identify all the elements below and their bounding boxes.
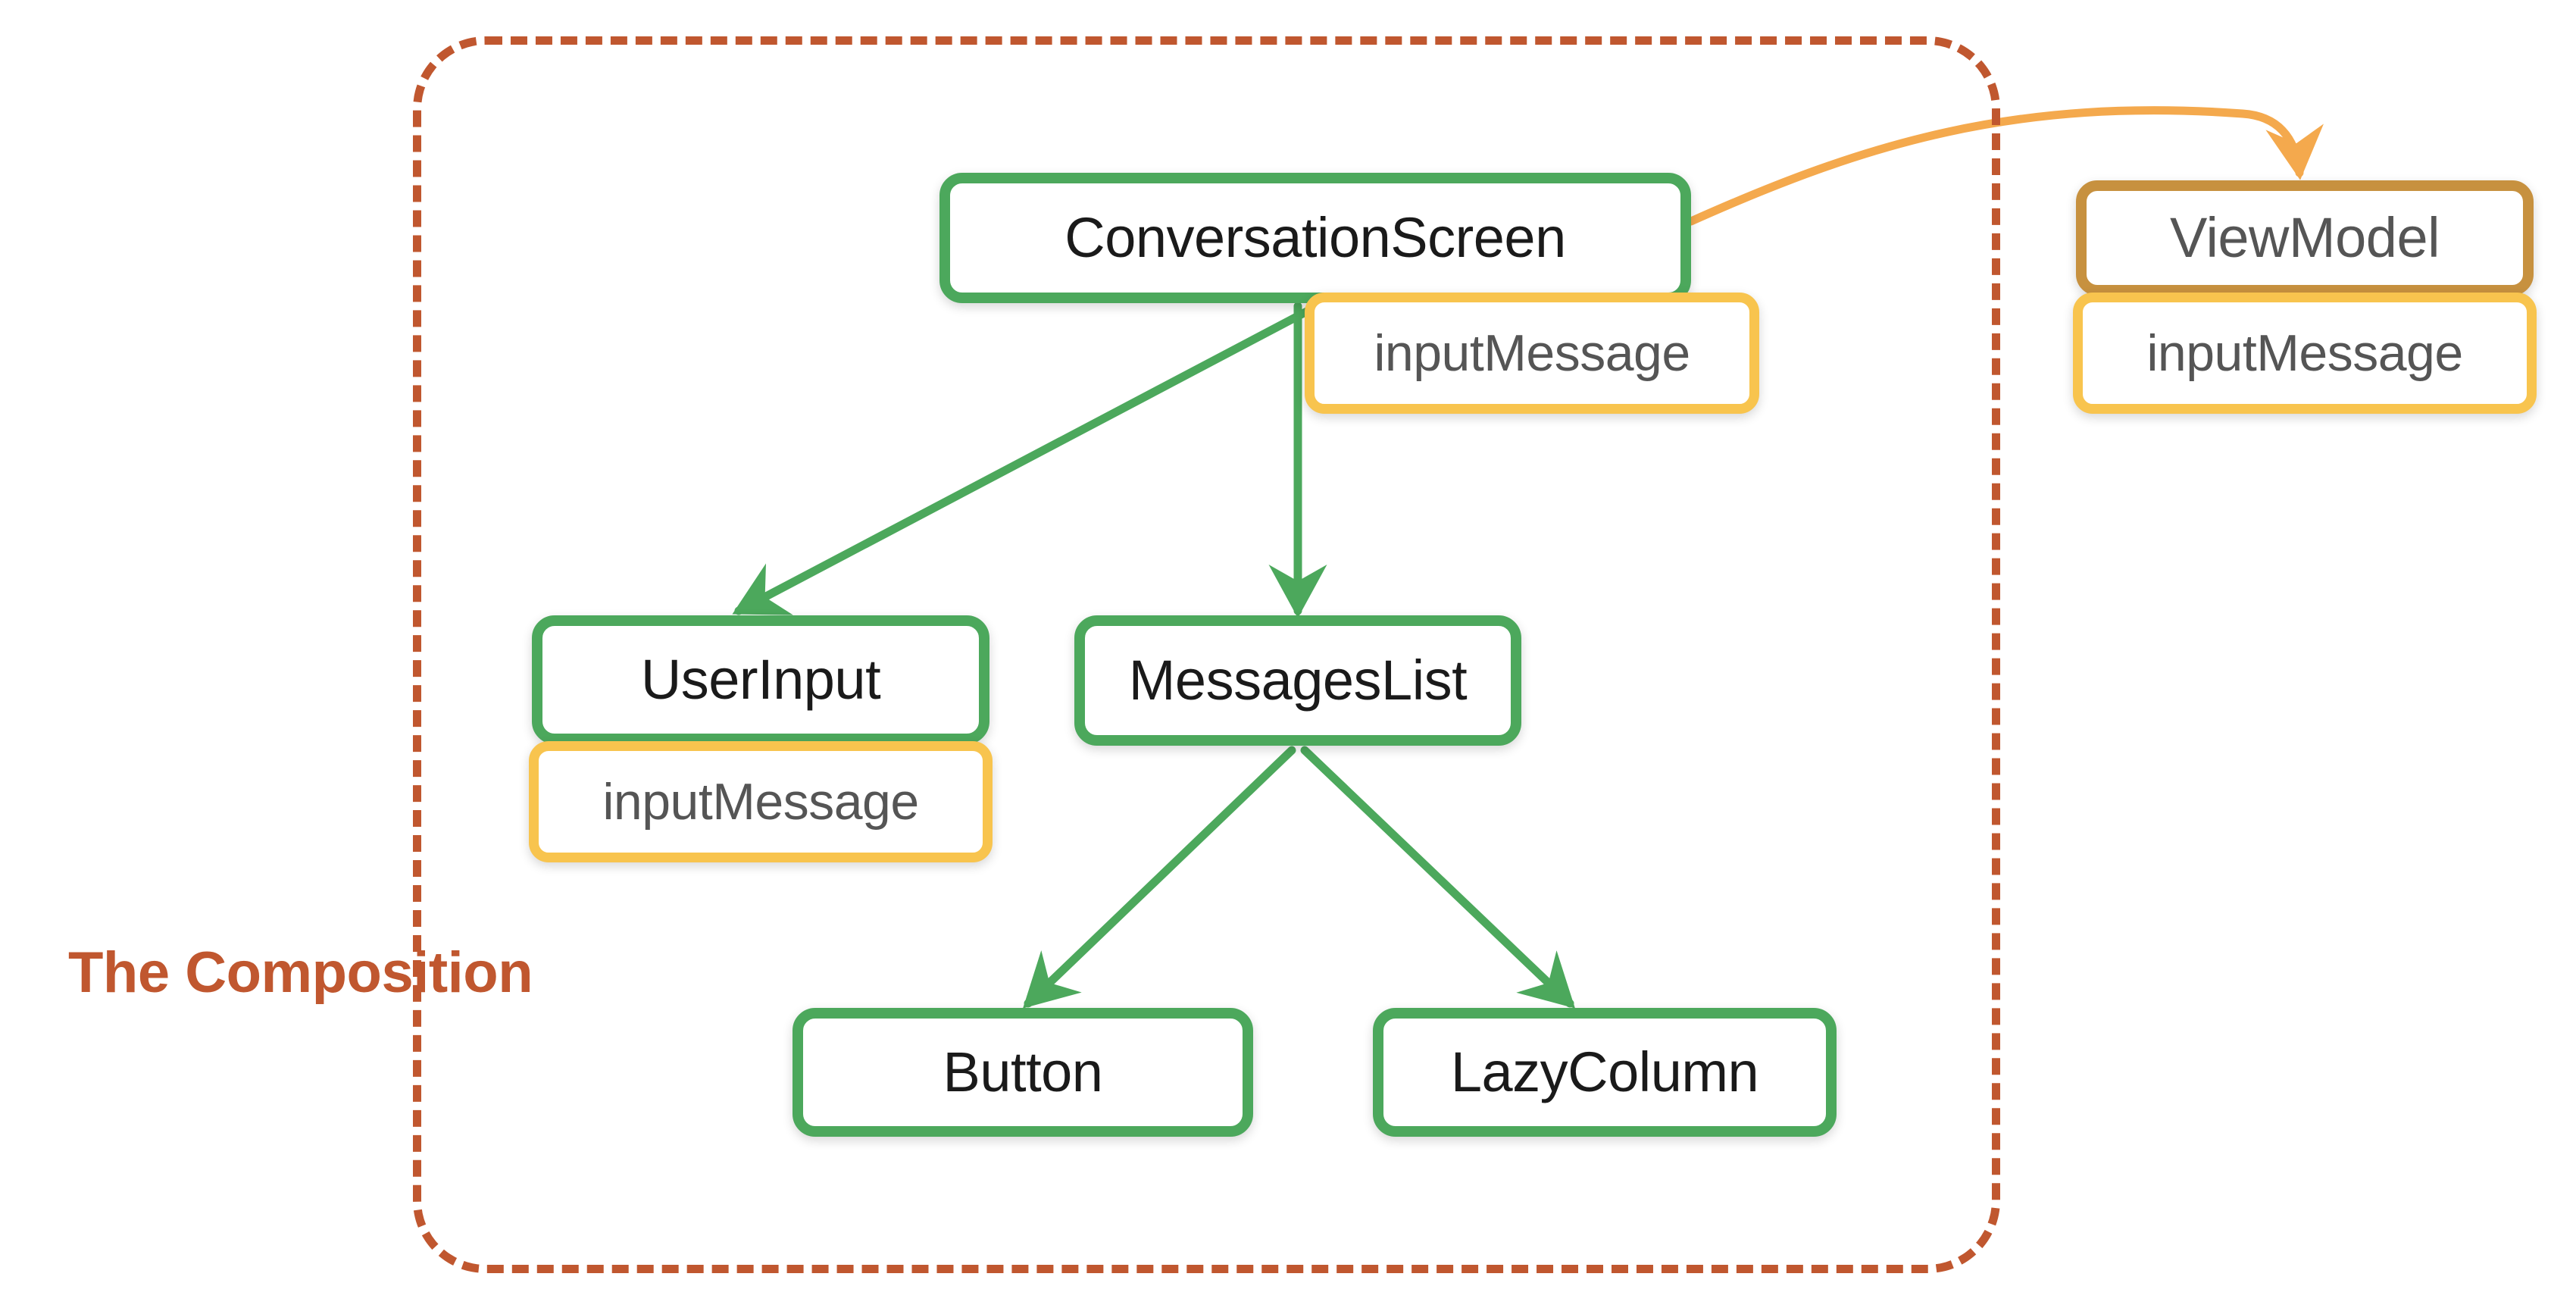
node-user-input-state-inputmessage[interactable]: inputMessage [529,741,993,862]
node-label: ViewModel [2169,206,2440,269]
node-label: inputMessage [1374,324,1690,382]
node-label: inputMessage [2146,324,2463,382]
node-label: ConversationScreen [1064,206,1566,269]
node-label: MessagesList [1128,649,1468,712]
composition-boundary-label: The Composition [68,940,533,1005]
node-conversation-screen-state-inputmessage[interactable]: inputMessage [1305,293,1759,414]
node-conversation-screen[interactable]: ConversationScreen [939,173,1691,303]
node-label: LazyColumn [1450,1040,1759,1103]
node-label: Button [943,1040,1103,1103]
composition-boundary [413,36,2000,1273]
node-messages-list[interactable]: MessagesList [1074,615,1521,746]
node-view-model-state-inputmessage[interactable]: inputMessage [2073,293,2537,414]
node-user-input[interactable]: UserInput [532,615,989,744]
node-button[interactable]: Button [792,1008,1253,1137]
node-label: inputMessage [602,773,919,831]
node-label: UserInput [640,648,881,711]
node-lazy-column[interactable]: LazyColumn [1373,1008,1837,1137]
node-view-model[interactable]: ViewModel [2076,180,2534,296]
